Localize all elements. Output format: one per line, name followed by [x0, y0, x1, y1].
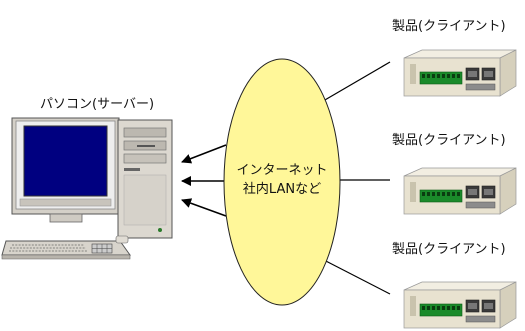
client-device-icon: [403, 281, 517, 329]
network-label: インターネット 社内LANなど: [222, 161, 342, 199]
link-client-2: [319, 257, 391, 295]
network-ellipse: [223, 58, 341, 306]
link-client-0: [317, 61, 391, 105]
client-device-icon: [403, 49, 517, 97]
client-device-icon: [403, 167, 517, 215]
client-label: 製品(クライアント): [392, 19, 506, 34]
client-label: 製品(クライアント): [392, 242, 506, 257]
network-label-line2: 社内LANなど: [242, 182, 322, 197]
arrow-to-server-2: [181, 198, 227, 217]
arrow-to-server-0: [181, 144, 227, 164]
network-label-line1: インターネット: [236, 163, 328, 178]
server-label: パソコン(サーバー): [40, 97, 155, 112]
server-pc-icon: [1, 117, 173, 260]
client-label: 製品(クライアント): [392, 133, 506, 148]
